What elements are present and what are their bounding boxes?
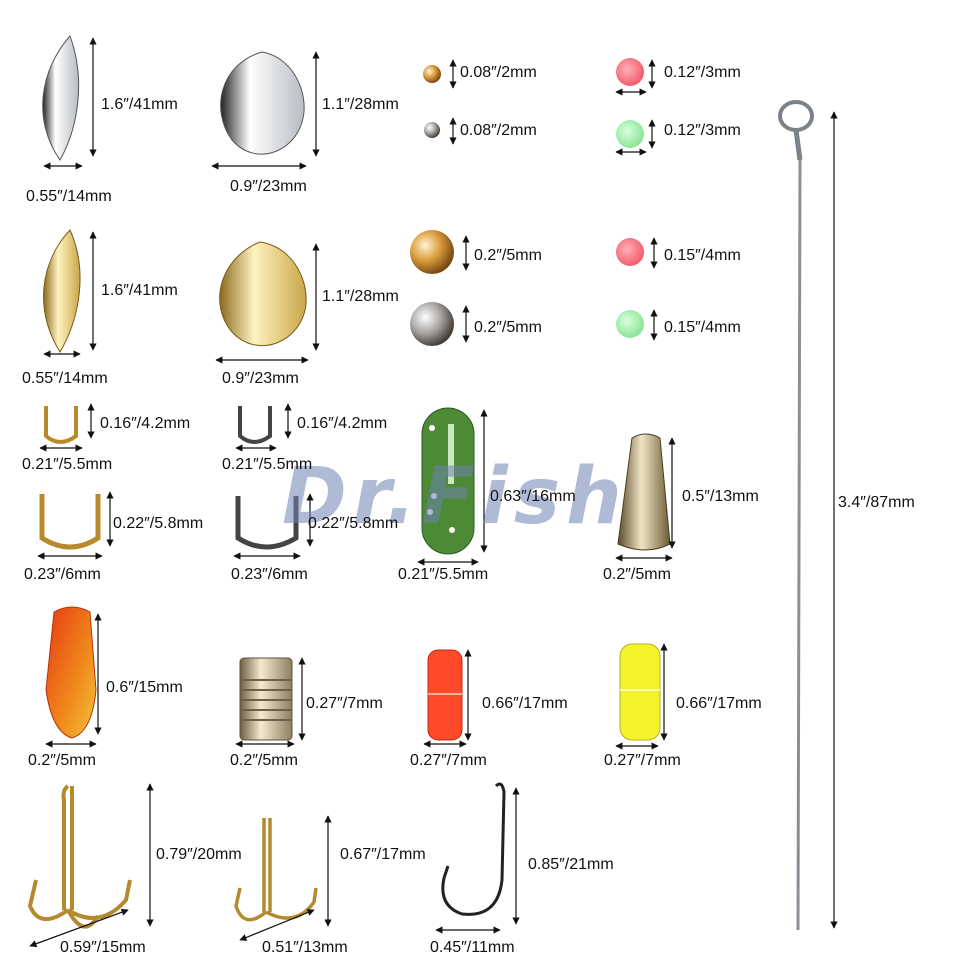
dim-label: 0.59″/15mm xyxy=(60,939,146,956)
dim-label: 0.21″/5.5mm xyxy=(22,456,113,473)
dim-label: 0.22″/5.8mm xyxy=(113,515,204,532)
small-treble-hook xyxy=(234,818,318,922)
dim-label: 0.08″/2mm xyxy=(460,64,537,81)
yellow-float xyxy=(619,643,661,741)
dim-label: 0.2″/5mm xyxy=(474,247,542,264)
gold-willow-blade xyxy=(43,229,81,353)
dim-label: 0.12″/3mm xyxy=(664,64,741,81)
dim-label: 0.66″/17mm xyxy=(676,695,762,712)
black-clevis-small xyxy=(238,406,272,444)
dim-label: 0.08″/2mm xyxy=(460,122,537,139)
gold-colorado-blade xyxy=(219,241,307,347)
dim-label: 0.2″/5mm xyxy=(230,752,298,769)
dim-label: 1.6″/41mm xyxy=(101,282,178,299)
dim-label: 0.55″/14mm xyxy=(26,188,112,205)
dim-label: 0.9″/23mm xyxy=(222,370,299,387)
dim-label: 0.23″/6mm xyxy=(231,566,308,583)
watermark: Dr.Fish xyxy=(282,452,628,542)
dim-label: 0.2″/5mm xyxy=(28,752,96,769)
large-treble-hook xyxy=(27,784,132,929)
dim-label: 0.16″/4.2mm xyxy=(297,415,388,432)
dim-label: 0.15″/4mm xyxy=(664,319,741,336)
dim-label: 3.4″/87mm xyxy=(838,494,915,511)
silver-willow-blade xyxy=(42,35,80,161)
dim-label: 0.23″/6mm xyxy=(24,566,101,583)
orange-float xyxy=(45,606,97,739)
black-clevis-large xyxy=(235,496,299,550)
dim-label: 0.21″/5.5mm xyxy=(222,456,313,473)
dim-label: 0.67″/17mm xyxy=(340,846,426,863)
dim-label: 0.79″/20mm xyxy=(156,846,242,863)
dim-label: 0.22″/5.8mm xyxy=(308,515,399,532)
dim-label: 0.45″/11mm xyxy=(430,939,515,956)
dim-label: 0.63″/16mm xyxy=(490,488,576,505)
silver-colorado-blade xyxy=(220,51,305,155)
dim-label: 1.1″/28mm xyxy=(322,96,399,113)
dim-label: 0.6″/15mm xyxy=(106,679,183,696)
dim-label: 1.6″/41mm xyxy=(101,96,178,113)
dim-label: 0.21″/5.5mm xyxy=(398,566,489,583)
dim-label: 0.16″/4.2mm xyxy=(100,415,191,432)
gold-clevis-small xyxy=(44,406,78,444)
dim-label: 0.12″/3mm xyxy=(664,122,741,139)
dim-label: 0.66″/17mm xyxy=(482,695,568,712)
dim-label: 0.2″/5mm xyxy=(603,566,671,583)
dim-label: 0.5″/13mm xyxy=(682,488,759,505)
dim-label: 0.27″/7mm xyxy=(604,752,681,769)
dim-label: 0.51″/13mm xyxy=(262,939,348,956)
dim-label: 0.27″/7mm xyxy=(306,695,383,712)
dim-label: 0.85″/21mm xyxy=(528,856,614,873)
dim-label: 0.27″/7mm xyxy=(410,752,487,769)
wire-eye xyxy=(778,100,814,132)
dim-label: 0.2″/5mm xyxy=(474,319,542,336)
gold-clevis-large xyxy=(39,494,101,550)
single-hook xyxy=(441,782,506,916)
dim-label: 0.15″/4mm xyxy=(664,247,741,264)
dim-label: 1.1″/28mm xyxy=(322,288,399,305)
dim-label: 0.55″/14mm xyxy=(22,370,108,387)
wire-shaft xyxy=(796,159,802,931)
dim-label: 0.9″/23mm xyxy=(230,178,307,195)
